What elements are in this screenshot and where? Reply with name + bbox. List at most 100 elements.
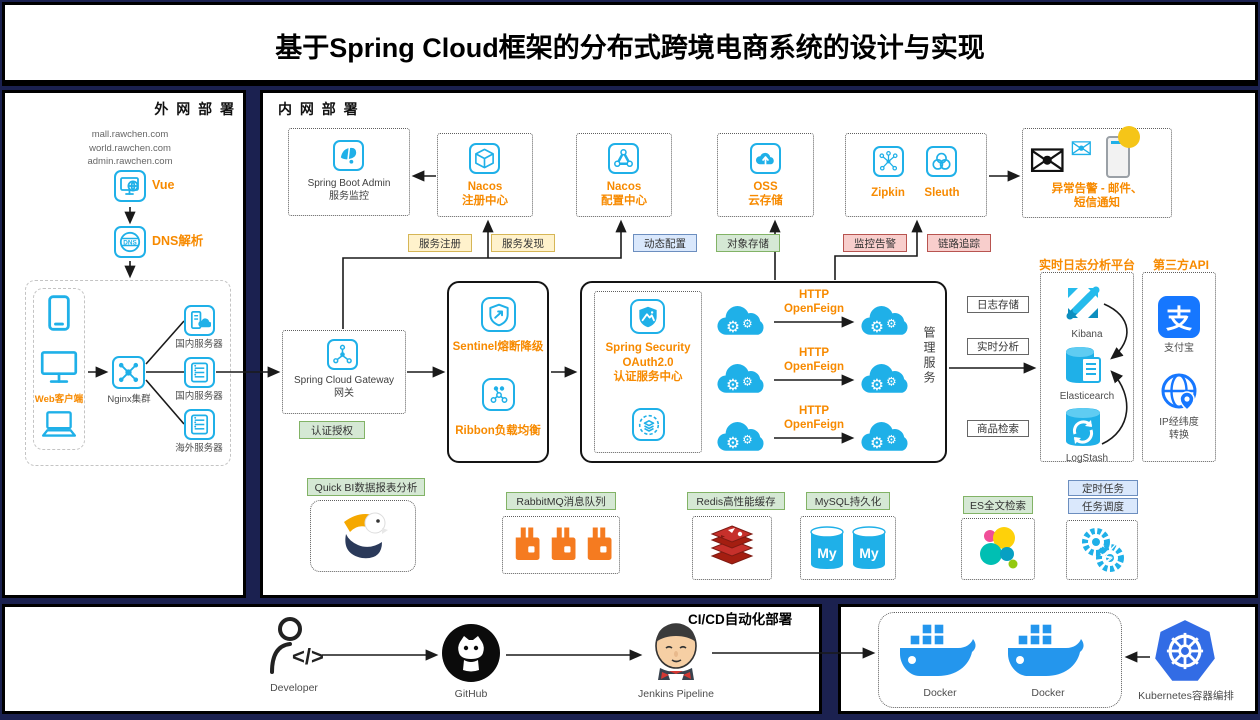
http-label: HTTP	[798, 289, 830, 301]
gateway-label: Spring Cloud Gateway 网关	[284, 374, 404, 400]
logstash-label: LogStash	[1065, 453, 1109, 464]
log-platform-box	[1040, 272, 1134, 462]
rabbitmq-icon	[587, 527, 612, 560]
tag-dynamic-config: 动态配置	[633, 234, 697, 252]
sba-line1: Spring Boot Admin	[307, 178, 391, 189]
server-rack-icon	[184, 409, 215, 440]
mysql-box	[800, 516, 896, 580]
svg-text:⚙: ⚙	[742, 374, 753, 388]
nacos-cube-icon	[469, 143, 500, 174]
docker2-label: Docker	[1031, 687, 1065, 699]
elasticsearch-icon	[1066, 347, 1101, 383]
cloud-gear-icon: ⚙ ⚙	[717, 364, 764, 394]
spring-boot-admin-icon	[333, 140, 364, 171]
gateway-line1: Spring Cloud Gateway	[293, 375, 395, 386]
logstash-icon	[1066, 408, 1100, 446]
developer-icon: </>	[270, 617, 324, 674]
rabbitmq-icon	[551, 527, 576, 560]
task-gear-icon	[1082, 528, 1124, 572]
kubernetes-label: Kubernetes容器编排	[1138, 690, 1234, 702]
ip-convert-label: IP经纬度 转换	[1144, 416, 1214, 442]
ip-line1: IP经纬度	[1159, 417, 1199, 428]
nginx-cluster-icon	[112, 356, 145, 389]
ribbon-label: Ribbon负载均衡	[455, 425, 541, 437]
spring-boot-admin-label: Spring Boot Admin 服务监控	[290, 177, 408, 203]
sentinel-label: Sentinel熔断降级	[452, 341, 544, 353]
nacos-config-box	[576, 133, 672, 217]
vue-label: Vue	[152, 178, 175, 192]
external-header: 外 网 部 署	[154, 101, 236, 117]
tag-log-storage: 日志存储	[967, 296, 1029, 313]
mail-icon: ✉	[1028, 135, 1067, 187]
svg-text:⚙: ⚙	[742, 432, 753, 446]
tag-timer-task: 定时任务	[1068, 480, 1138, 496]
tag-redis: Redis高性能缓存	[687, 492, 785, 510]
globe-pin-icon	[1161, 373, 1197, 412]
tag-product-search: 商品检索	[967, 420, 1029, 437]
sba-line2: 服务监控	[329, 191, 369, 202]
alipay-icon: 支	[1158, 296, 1200, 338]
nacos-reg-line2: 注册中心	[462, 195, 508, 207]
quickbi-icon	[344, 512, 388, 559]
monitor-icon	[40, 351, 78, 383]
security-label: Spring Security OAuth2.0 认证服务中心	[596, 341, 700, 385]
layers-icon	[632, 408, 665, 441]
kibana-label: Kibana	[1071, 329, 1103, 340]
tag-trace: 链路追踪	[927, 234, 991, 252]
ribbon-icon	[482, 378, 515, 411]
page-title: 基于Spring Cloud框架的分布式跨境电商系统的设计与实现	[275, 33, 985, 63]
vue-monitor-icon	[114, 170, 146, 202]
alert-label: 异常告警 - 邮件、 短信通知	[1026, 182, 1168, 210]
openfeign-label: OpenFeign	[783, 302, 845, 315]
server-cloud-icon	[184, 305, 215, 336]
tag-rabbitmq: RabbitMQ消息队列	[506, 492, 616, 510]
svg-text:DNS: DNS	[123, 240, 137, 247]
http-label: HTTP	[798, 347, 830, 359]
server3-label: 海外服务器	[175, 443, 223, 454]
svg-text:⚙: ⚙	[870, 377, 884, 394]
nacos-cfg-line2: 配置中心	[601, 195, 647, 207]
sentinel-shield-icon	[481, 297, 516, 332]
svg-text:⚙: ⚙	[870, 435, 884, 452]
sleuth-label: Sleuth	[924, 187, 960, 199]
tag-quickbi: Quick BI数据报表分析	[307, 478, 425, 496]
gateway-line2: 网关	[334, 388, 354, 399]
nacos-registry-box	[437, 133, 533, 217]
docker-group-box	[878, 612, 1122, 708]
tag-es: ES全文检索	[963, 496, 1033, 514]
elastic-logo-icon	[980, 527, 1018, 569]
domain-list: mall.rawchen.com world.rawchen.com admin…	[50, 128, 210, 169]
server1-label: 国内服务器	[175, 339, 223, 350]
server2-label: 国内服务器	[175, 391, 223, 402]
third-api-title: 第三方API	[1152, 258, 1209, 272]
oss-box	[717, 133, 814, 217]
cloud-gear-icon: ⚙ ⚙	[717, 306, 764, 336]
jenkins-icon	[655, 623, 697, 680]
cicd-title: CI/CD自动化部署	[688, 612, 793, 627]
cloud-gear-icon: ⚙ ⚙	[861, 364, 908, 394]
web-client-label: Web客户端	[34, 394, 84, 405]
ip-line2: 转换	[1169, 430, 1189, 441]
zipkin-sleuth-box	[845, 133, 987, 217]
svg-text:⚙: ⚙	[886, 316, 897, 330]
security-box	[594, 291, 702, 453]
feign-label-3: HTTP OpenFeign	[779, 405, 849, 432]
alert-line1: 异常告警 - 邮件、	[1051, 183, 1143, 195]
tag-task-scheduler: 任务调度	[1068, 498, 1138, 514]
security-line3: 认证服务中心	[613, 371, 683, 383]
log-platform-title: 实时日志分析平台	[1038, 258, 1135, 272]
domain-2: world.rawchen.com	[89, 142, 171, 154]
oss-label: OSS 云存储	[719, 180, 812, 208]
spring-boot-admin-box	[288, 128, 410, 216]
tag-object-storage: 对象存储	[716, 234, 780, 252]
feign-label-2: HTTP OpenFeign	[779, 347, 849, 374]
tag-realtime-analysis: 实时分析	[967, 338, 1029, 355]
elasticsearch-label: Elasticearch	[1059, 391, 1115, 402]
nacos-config-label: Nacos 配置中心	[578, 180, 670, 208]
mail-small-icon: ✉	[1070, 134, 1093, 164]
phone-icon	[48, 295, 70, 331]
svg-text:⚙: ⚙	[886, 374, 897, 388]
developer-label: Developer	[270, 682, 318, 694]
svg-text:My: My	[859, 545, 879, 561]
